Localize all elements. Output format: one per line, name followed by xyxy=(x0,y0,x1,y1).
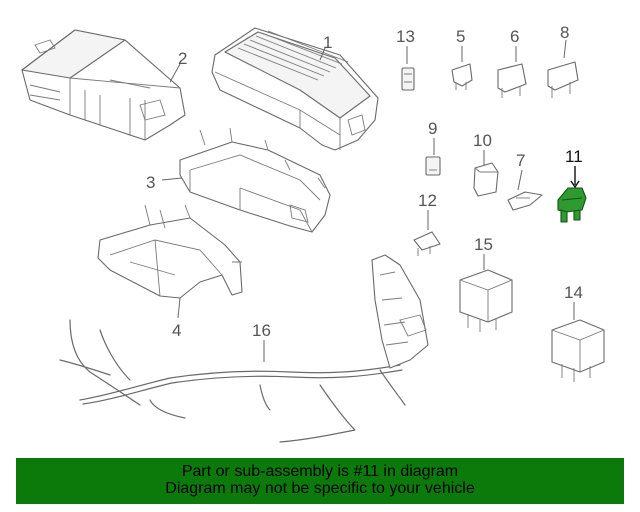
part-2-junction-module[interactable] xyxy=(21,29,186,141)
callout-10: 10 xyxy=(473,131,492,150)
callout-1: 1 xyxy=(323,33,332,52)
banner-line-disclaimer: Diagram may not be specific to your vehi… xyxy=(165,480,475,497)
callout-7: 7 xyxy=(516,151,525,170)
part-5-mini-fuse[interactable] xyxy=(451,63,473,90)
callout-16: 16 xyxy=(252,321,271,340)
part-7-inline-fuse[interactable] xyxy=(507,191,543,211)
diagram-notice-banner: Part or sub-assembly is #11 in diagram D… xyxy=(16,458,624,504)
part-11-highlighted-fuse[interactable] xyxy=(557,187,587,223)
callout-5: 5 xyxy=(456,27,465,46)
callout-15: 15 xyxy=(474,235,493,254)
part-4-mounting-bracket[interactable] xyxy=(97,204,243,299)
part-3-fuse-box-housing[interactable] xyxy=(179,127,331,233)
part-8-fuse[interactable] xyxy=(547,61,579,98)
callout-14: 14 xyxy=(564,283,583,302)
part-1-fuse-box-cover[interactable] xyxy=(211,27,379,151)
callout-leaders xyxy=(161,39,580,362)
exploded-parts-diagram: 2 1 3 4 5 6 7 8 9 10 11 12 13 14 15 16 xyxy=(21,23,605,443)
callout-9: 9 xyxy=(428,119,437,138)
callout-13: 13 xyxy=(396,27,415,46)
callout-12: 12 xyxy=(418,191,437,210)
callout-3: 3 xyxy=(146,173,155,192)
part-12-fuse[interactable] xyxy=(413,231,441,256)
callout-6: 6 xyxy=(510,27,519,46)
part-15-relay[interactable] xyxy=(459,269,513,332)
part-16-wiring-harness[interactable] xyxy=(59,254,429,443)
callout-4: 4 xyxy=(172,321,181,340)
callout-2: 2 xyxy=(178,49,187,68)
callout-8: 8 xyxy=(560,23,569,42)
part-13-connector[interactable] xyxy=(401,67,415,91)
part-6-fuse[interactable] xyxy=(497,63,527,98)
banner-line-part-number: Part or sub-assembly is #11 in diagram xyxy=(181,463,459,480)
callout-11: 11 xyxy=(565,147,583,166)
part-9-small-fuse[interactable] xyxy=(425,156,441,176)
part-14-relay[interactable] xyxy=(551,319,605,382)
part-10-cap[interactable] xyxy=(473,162,499,197)
